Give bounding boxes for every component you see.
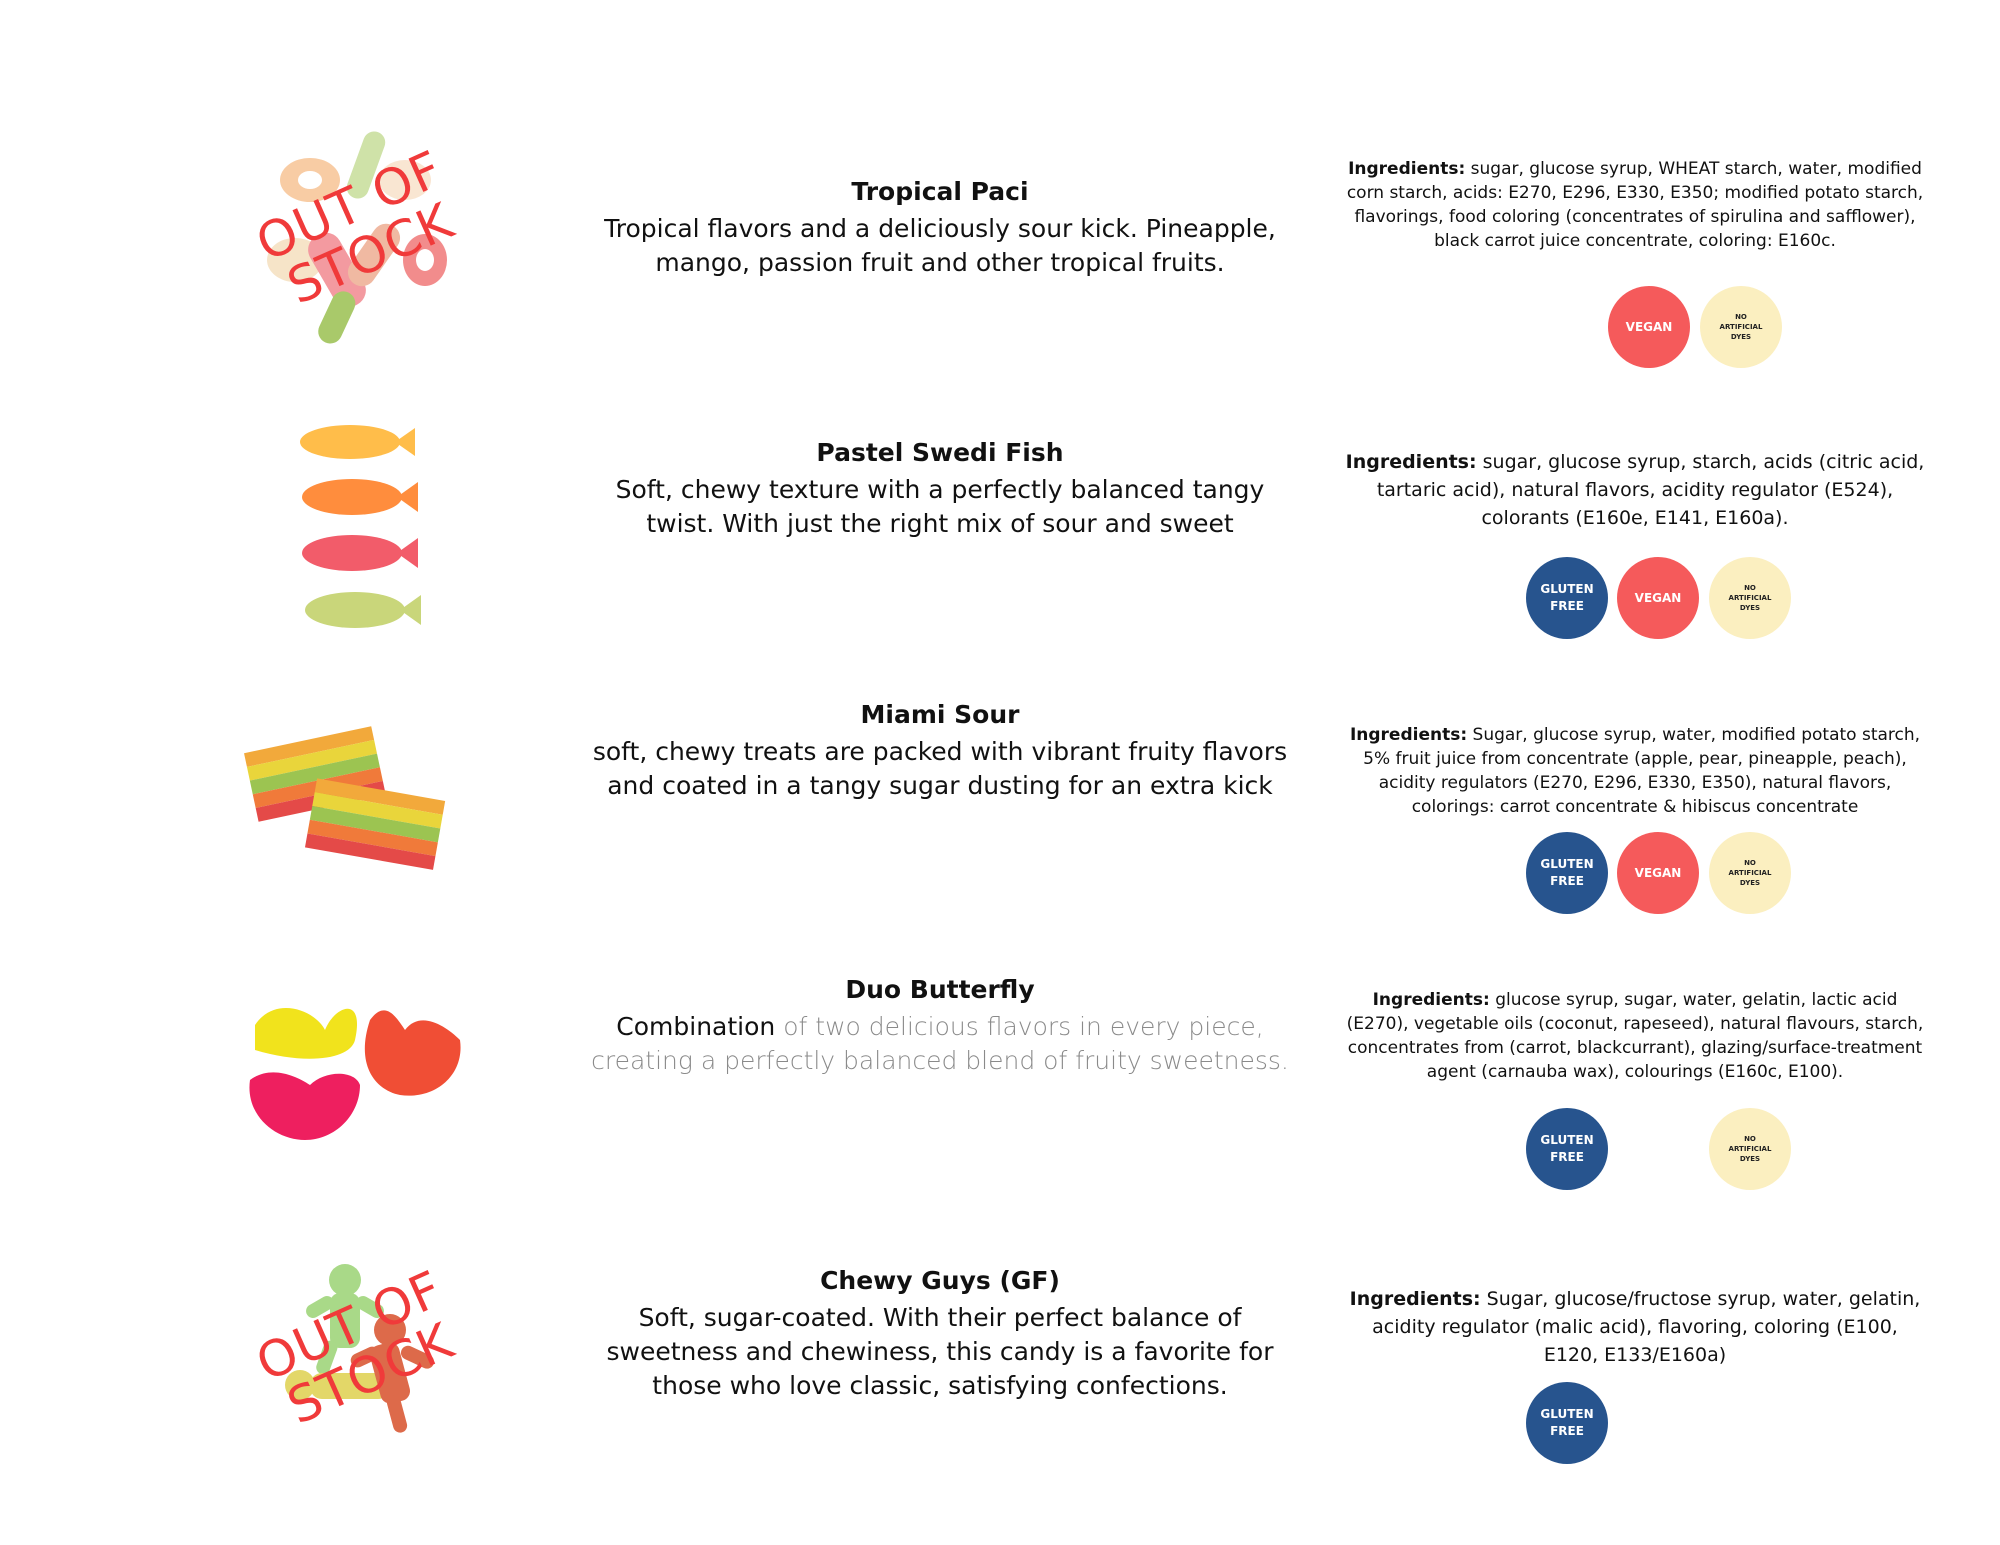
ingredients-label: Ingredients: <box>1372 990 1490 1010</box>
ingredients-label: Ingredients: <box>1345 451 1477 473</box>
chewy-guys-description: Chewy Guys (GF) Soft, sugar-coated. With… <box>580 1266 1300 1403</box>
product-description: Combination of two delicious flavors in … <box>580 1010 1300 1078</box>
product-name: Tropical Paci <box>851 177 1029 206</box>
ingredients-label: Ingredients: <box>1348 159 1466 179</box>
miami-sour-ingredients: Ingredients: Sugar, glucose syrup, water… <box>1345 723 1925 819</box>
miami-sour-image <box>240 715 450 885</box>
product-name: Pastel Swedi Fish <box>816 438 1064 467</box>
ingredients-label: Ingredients: <box>1349 725 1468 745</box>
ingredients-text: Sugar, glucose syrup, water, modified po… <box>1363 725 1921 817</box>
duo-butterfly-image <box>245 985 470 1160</box>
ingredients-text: Sugar, glucose/fructose syrup, water, ge… <box>1372 1288 1921 1366</box>
tropical-paci-image: OUT OF STOCK <box>240 110 480 350</box>
tropical-paci-ingredients: Ingredients: sugar, glucose syrup, WHEAT… <box>1345 157 1925 253</box>
duo-butterfly-ingredients: Ingredients: glucose syrup, sugar, water… <box>1345 988 1925 1084</box>
product-name: Duo Butterfly <box>845 975 1035 1004</box>
product-description: soft, chewy treats are packed with vibra… <box>592 737 1288 800</box>
tropical-paci-description: Tropical Paci Tropical flavors and a del… <box>580 177 1300 280</box>
product-description: Soft, sugar-coated. With their perfect b… <box>606 1303 1274 1400</box>
ingredients-text: glucose syrup, sugar, water, gelatin, la… <box>1346 990 1924 1082</box>
product-description: Tropical flavors and a deliciously sour … <box>604 214 1276 277</box>
product-name: Miami Sour <box>860 700 1020 729</box>
product-name: Chewy Guys (GF) <box>820 1266 1060 1295</box>
product-description: Soft, chewy texture with a perfectly bal… <box>615 475 1265 538</box>
chewy-guys-ingredients: Ingredients: Sugar, glucose/fructose syr… <box>1345 1285 1925 1369</box>
vegan-badge: VEGAN <box>1617 557 1699 639</box>
pastel-swedi-fish-image <box>240 380 480 650</box>
ingredients-label: Ingredients: <box>1349 1288 1481 1310</box>
description-highlight: Combination <box>616 1012 776 1041</box>
vegan-badge: VEGAN <box>1608 286 1690 368</box>
pastel-swedi-fish-ingredients: Ingredients: sugar, glucose syrup, starc… <box>1345 448 1925 532</box>
duo-butterfly-description: Duo Butterfly Combination of two delicio… <box>580 975 1300 1078</box>
chewy-guys-image: OUT OF STOCK <box>248 1255 470 1445</box>
pastel-swedi-fish-description: Pastel Swedi Fish Soft, chewy texture wi… <box>580 438 1300 541</box>
ingredients-text: sugar, glucose syrup, starch, acids (cit… <box>1376 451 1925 529</box>
miami-sour-description: Miami Sour soft, chewy treats are packed… <box>580 700 1300 803</box>
vegan-badge: VEGAN <box>1617 832 1699 914</box>
ingredients-text: sugar, glucose syrup, WHEAT starch, wate… <box>1346 159 1924 251</box>
description-rest: of two delicious flavors in every piece,… <box>591 1012 1289 1075</box>
